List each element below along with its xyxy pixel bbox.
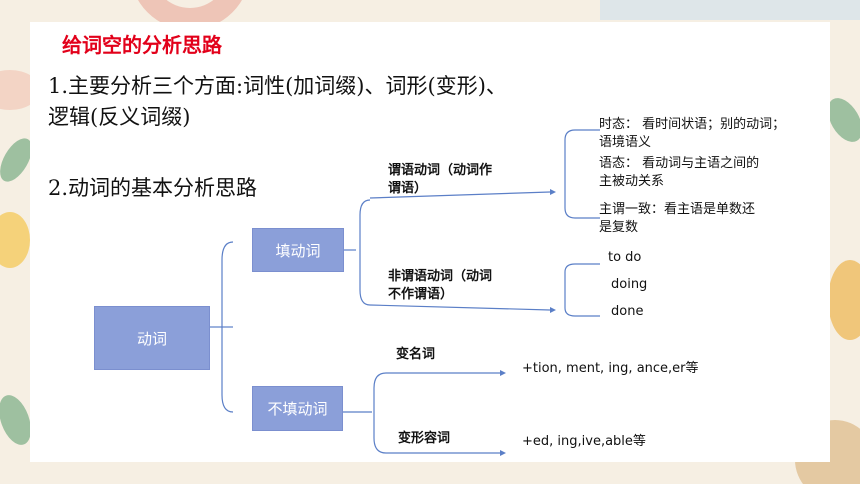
fill-verb-node: 填动词 <box>252 228 344 272</box>
predicate-verb-label-1: 谓语动词（动词作 <box>388 163 493 178</box>
point1-line1: 1.主要分析三个方面:词性(加词缀)、词形(变形)、 <box>48 74 507 98</box>
verb-node: 动词 <box>94 306 210 370</box>
nonpredicate-verb-label-2: 不作谓语） <box>388 287 454 302</box>
point2-heading: 2.动词的基本分析思路 <box>48 176 258 200</box>
voice-note-1: 语态： 看动词与主语之间的 <box>599 156 760 171</box>
tense-note-2: 语境语义 <box>599 135 652 150</box>
agreement-note-1: 主谓一致：看主语是单数还 <box>599 202 756 217</box>
not-fill-verb-node: 不填动词 <box>252 386 343 431</box>
adj-suffixes: +ed, ing,ive,able等 <box>522 434 646 449</box>
form-to-do: to do <box>608 250 642 265</box>
voice-note-2: 主被动关系 <box>599 174 665 189</box>
content-card <box>30 22 830 462</box>
predicate-verb-label-2: 谓语） <box>388 181 428 196</box>
form-done: done <box>611 304 644 319</box>
to-adj-label: 变形容词 <box>398 431 451 446</box>
tense-note-1: 时态： 看时间状语；别的动词； <box>599 117 786 132</box>
form-doing: doing <box>611 277 648 292</box>
to-noun-label: 变名词 <box>396 347 436 362</box>
noun-suffixes: +tion, ment, ing, ance,er等 <box>522 361 699 376</box>
agreement-note-2: 是复数 <box>599 220 639 235</box>
point1-line2: 逻辑(反义词缀) <box>48 105 191 129</box>
slide-title: 给词空的分析思路 <box>62 33 222 57</box>
nonpredicate-verb-label-1: 非谓语动词（动词 <box>388 269 493 284</box>
